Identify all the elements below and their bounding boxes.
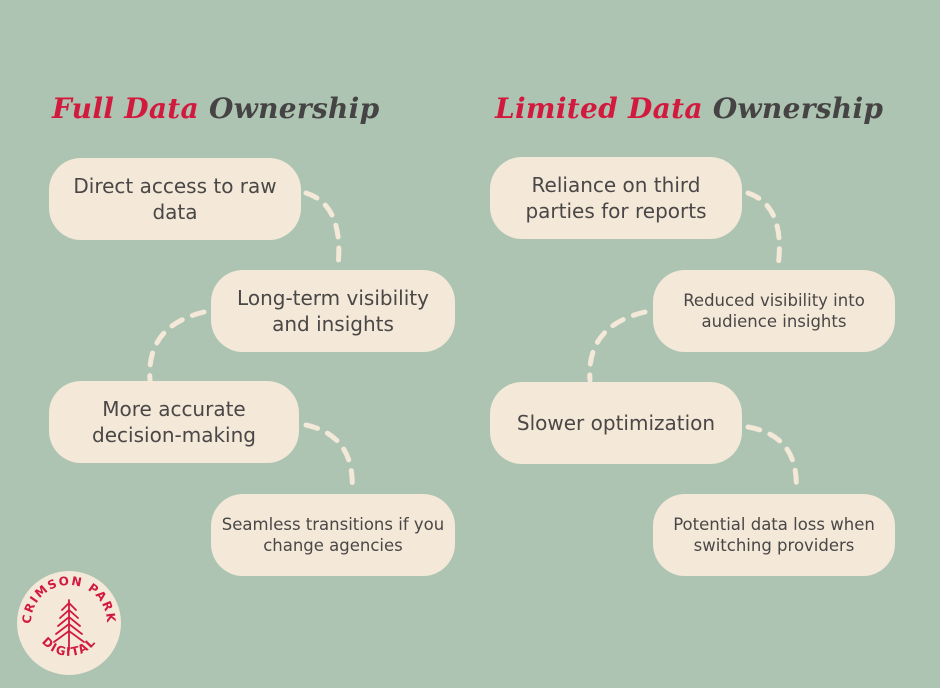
connector-right-3 (745, 424, 799, 495)
title-accent: Full Data (52, 92, 199, 125)
connector-right-2 (587, 309, 648, 383)
pill-label: Seamless transitions if you change agenc… (221, 514, 445, 555)
full-data-ownership-title: Full Data Ownership (52, 92, 380, 125)
title-accent: Limited Data (495, 92, 703, 125)
pill-reduced-visibility: Reduced visibility into audience insight… (653, 270, 895, 352)
pill-label: Potential data loss when switching provi… (673, 514, 875, 555)
title-rest: Ownership (712, 92, 884, 125)
pill-label: Long-term visibility and insights (237, 286, 429, 336)
connector-left-3 (303, 422, 355, 495)
pill-label: Reduced visibility into audience insight… (683, 290, 865, 331)
pill-potential-data-loss: Potential data loss when switching provi… (653, 494, 895, 576)
crimson-park-digital-logo: CRIMSON PARK DIGITAL (17, 571, 121, 675)
pine-tree-icon (53, 599, 85, 651)
connector-left-2 (147, 309, 207, 383)
connector-left-1 (303, 190, 342, 269)
pill-label: Reliance on third parties for reports (525, 173, 707, 223)
pill-slower-optimization: Slower optimization (490, 382, 742, 464)
pill-label: Slower optimization (516, 411, 716, 435)
pill-label: Direct access to raw data (73, 174, 277, 224)
connector-right-1 (745, 190, 782, 270)
title-rest: Ownership (209, 92, 380, 125)
pill-reliance-third-parties: Reliance on third parties for reports (490, 157, 742, 239)
pill-label: More accurate decision-making (92, 397, 256, 447)
pill-seamless-transitions: Seamless transitions if you change agenc… (211, 494, 455, 576)
pill-long-term-visibility: Long-term visibility and insights (211, 270, 455, 352)
limited-data-ownership-title: Limited Data Ownership (495, 92, 883, 125)
pill-direct-access: Direct access to raw data (49, 158, 301, 240)
pill-accurate-decision-making: More accurate decision-making (49, 381, 299, 463)
